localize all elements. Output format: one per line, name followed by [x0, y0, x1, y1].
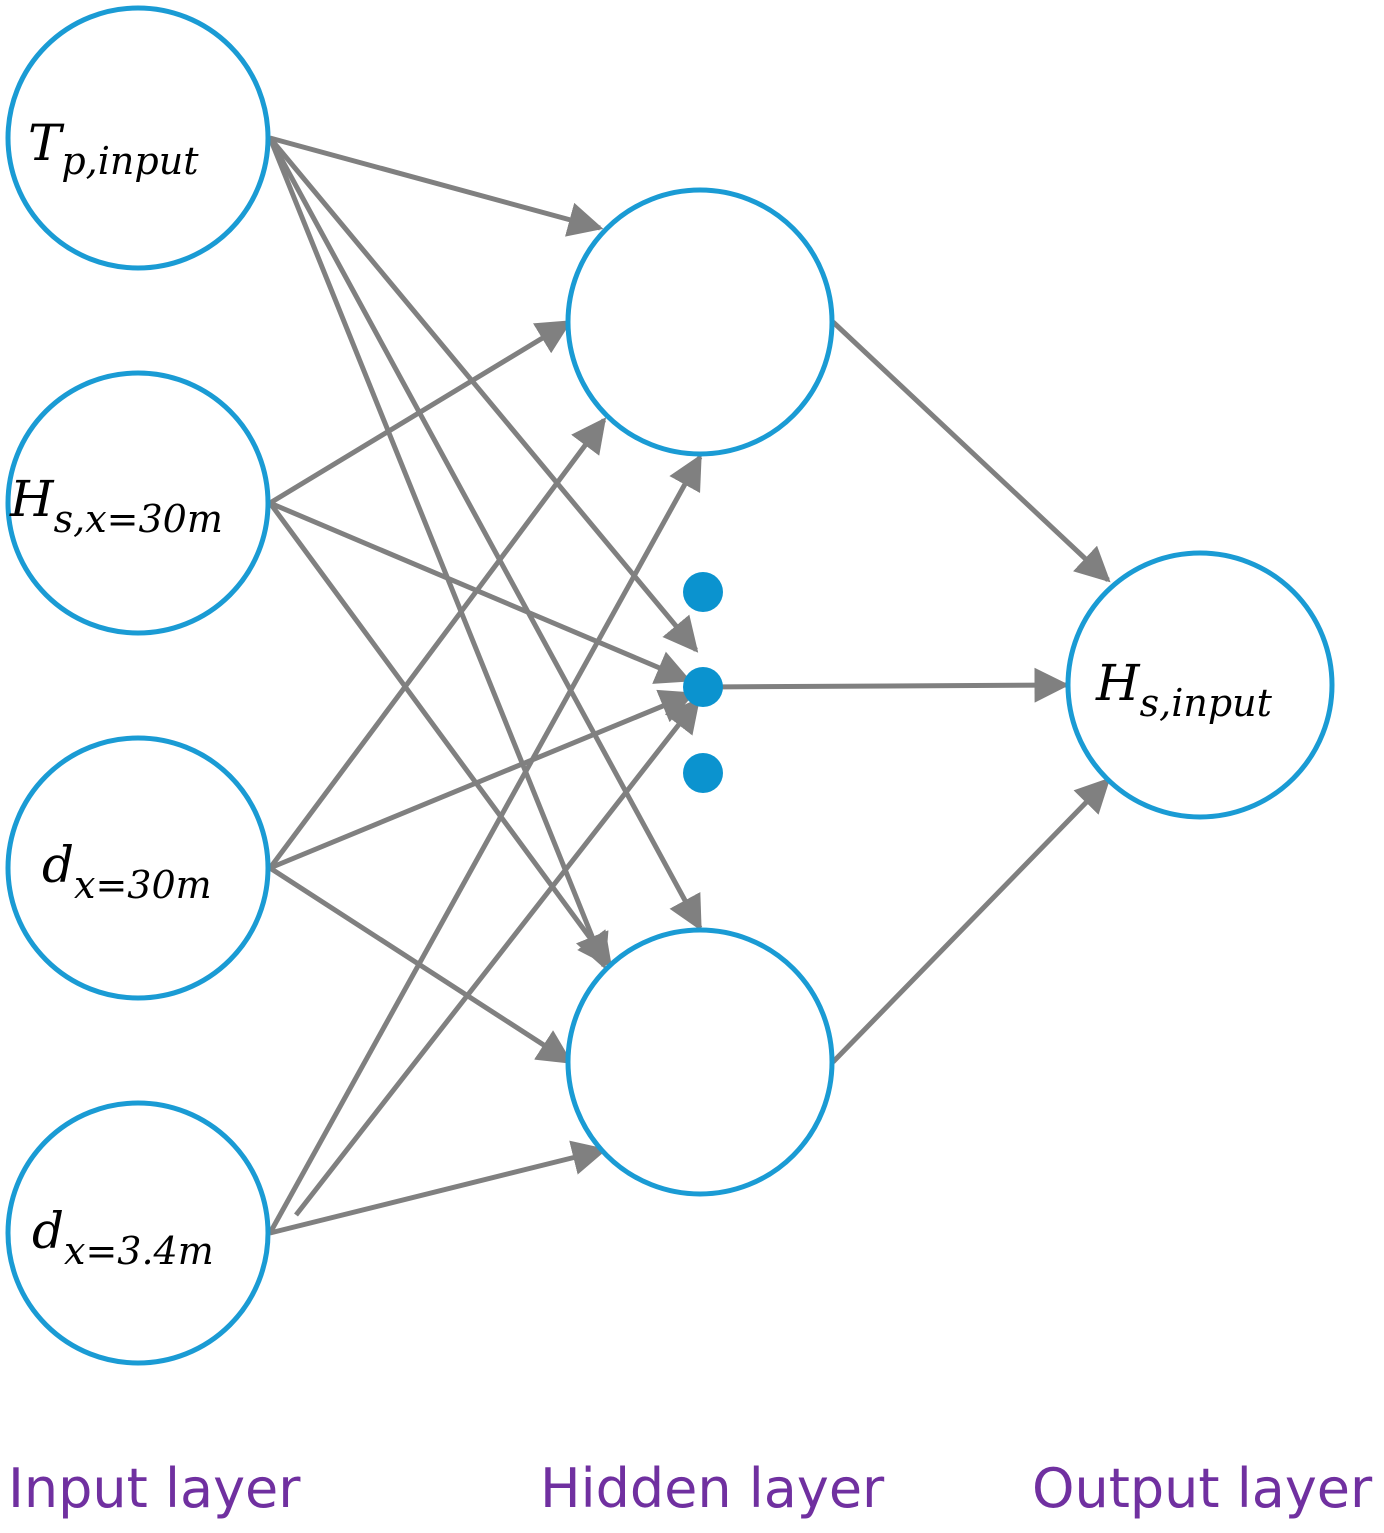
edge-input1-hidden2	[267, 137, 609, 970]
edge-input2-hidden1	[268, 319, 572, 506]
svg-text:dx=30m: dx=30m	[42, 836, 212, 907]
hidden-ellipsis-dot-middle	[683, 667, 723, 707]
edge-hidden2-output	[831, 777, 1111, 1064]
hidden-node-2	[565, 927, 835, 1197]
hidden-ellipsis-dot-top	[683, 572, 723, 612]
hidden-layer-label: Hidden layer	[540, 1457, 885, 1520]
input-node-3-subscript: x=30m	[74, 863, 212, 907]
edge-ellipsis-output	[704, 667, 1070, 703]
input-layer-label: Input layer	[8, 1457, 301, 1520]
input-node-4-subscript: x=3.4m	[64, 1229, 214, 1273]
connection-edges	[267, 135, 1111, 1236]
input-node-4: dx=3.4m	[5, 1100, 271, 1366]
edge-input3-hidden1	[267, 417, 607, 870]
input-node-4-symbol: d	[32, 1202, 64, 1260]
output-node: Hs,input	[1065, 550, 1335, 820]
svg-text:dx=3.4m: dx=3.4m	[32, 1202, 214, 1273]
input-node-1-subscript: p,input	[61, 139, 199, 183]
input-node-3-symbol: d	[42, 836, 74, 894]
output-node-symbol: H	[1095, 654, 1141, 712]
input-node-3: dx=30m	[5, 735, 271, 1001]
input-node-2-subscript: s,x=30m	[54, 497, 223, 541]
edge-input3-ellipsis	[269, 689, 696, 871]
svg-text:Tp,input: Tp,input	[28, 114, 199, 183]
edge-input1-ellipsis	[268, 136, 699, 653]
svg-text:Hs,x=30m: Hs,x=30m	[9, 470, 223, 541]
svg-text:Hs,input: Hs,input	[1095, 654, 1273, 725]
edge-input4-hidden2	[269, 1140, 608, 1236]
input-node-2-symbol: H	[9, 470, 55, 528]
output-node-subscript: s,input	[1140, 681, 1273, 725]
edge-input4-hidden1	[267, 453, 703, 1235]
input-node-1: Tp,input	[5, 5, 271, 271]
edge-input1-hidden1	[269, 135, 604, 237]
hidden-ellipsis-dot-bottom	[683, 753, 723, 793]
output-layer-label: Output layer	[1032, 1457, 1373, 1520]
input-node-1-symbol: T	[28, 114, 65, 172]
hidden-node-1	[565, 187, 835, 457]
input-node-2: Hs,x=30m	[5, 370, 271, 636]
network-nodes: Tp,input Hs,x=30m dx=30m dx=3.4m	[5, 5, 1335, 1366]
edge-input4-ellipsis	[294, 697, 701, 1217]
edge-input1-hidden-mid	[267, 136, 703, 932]
edge-hidden1-output	[831, 320, 1111, 583]
